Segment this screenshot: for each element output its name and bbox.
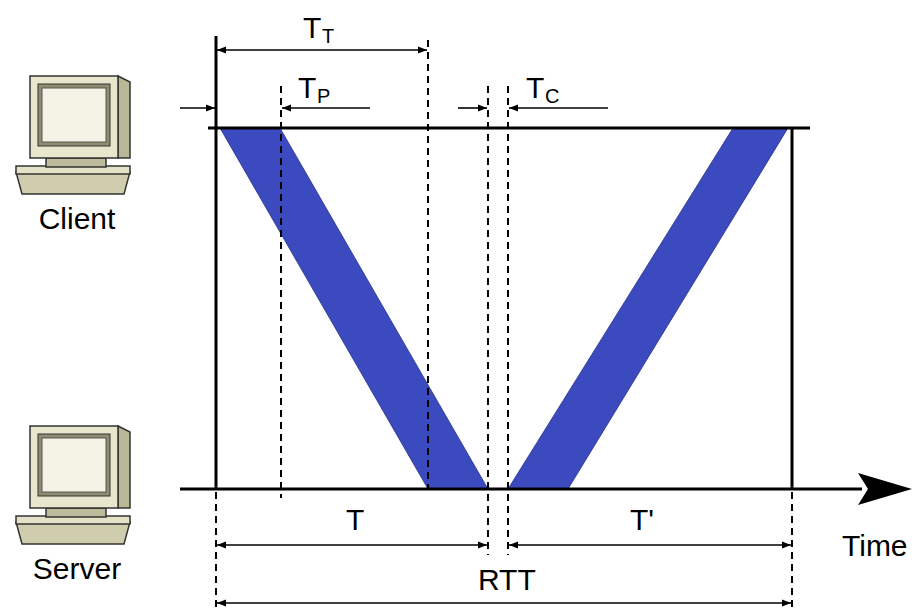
time-label: Time <box>842 531 908 561</box>
computer-icon <box>6 422 140 546</box>
computer-node: Client <box>6 72 148 235</box>
computer-icon <box>6 72 140 196</box>
node-label: Client <box>6 202 148 235</box>
request-band <box>220 128 488 489</box>
time-label: T' <box>630 505 654 535</box>
dimension-arrows <box>180 50 791 603</box>
subscript-label: C <box>545 86 559 106</box>
time-label: T <box>303 13 321 43</box>
server-timeline <box>180 488 862 491</box>
start-marker <box>215 36 218 489</box>
time-label: T <box>346 505 364 535</box>
time-label: RTT <box>478 565 536 595</box>
node-label: Server <box>6 552 148 585</box>
time-arrowhead <box>858 473 912 505</box>
subscript-label: T <box>322 26 334 46</box>
dashed-guides <box>216 40 792 610</box>
time-label: T <box>298 73 316 103</box>
end-marker <box>791 128 794 489</box>
response-band <box>508 128 788 489</box>
time-label: T <box>526 73 544 103</box>
computer-node: Server <box>6 422 148 585</box>
subscript-label: P <box>317 86 330 106</box>
